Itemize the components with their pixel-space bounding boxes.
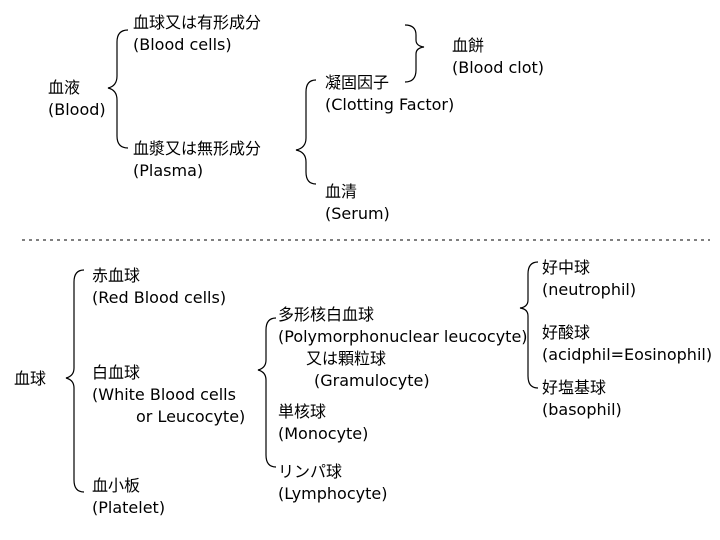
node-red-blood-cells-ja: 赤血球 xyxy=(92,266,141,285)
node-neutrophil-en: (neutrophil) xyxy=(542,280,637,299)
node-neutrophil: 好中球 (neutrophil) xyxy=(542,257,636,301)
node-polymorphonuclear-ja2: 又は顆粒球 xyxy=(306,349,387,368)
node-polymorphonuclear-en2: (Gramulocyte) xyxy=(314,371,430,390)
node-platelet-en: (Platelet) xyxy=(92,498,166,517)
node-plasma-ja: 血漿又は無形成分 xyxy=(133,139,262,158)
node-blood-clot-ja: 血餅 xyxy=(452,36,485,55)
node-acidophil-ja: 好酸球 xyxy=(542,323,591,342)
node-monocyte: 単核球 (Monocyte) xyxy=(278,401,368,445)
node-polymorphonuclear-ja: 多形核白血球 xyxy=(278,305,375,324)
node-blood-clot: 血餅 (Blood clot) xyxy=(452,35,544,79)
brace-clot xyxy=(404,24,425,83)
node-red-blood-cells-en: (Red Blood cells) xyxy=(92,288,227,307)
node-neutrophil-ja: 好中球 xyxy=(542,258,591,277)
node-blood: 血液 (Blood) xyxy=(48,77,106,121)
node-blood-ja: 血液 xyxy=(48,78,81,97)
node-lymphocyte-en: (Lymphocyte) xyxy=(278,484,388,503)
node-lymphocyte: リンパ球 (Lymphocyte) xyxy=(278,461,387,505)
node-blood-cell: 血球 xyxy=(14,368,46,390)
node-white-blood-cells: 白血球 (White Blood cells or Leucocyte) xyxy=(92,362,245,428)
brace-granulocyte xyxy=(519,261,539,389)
node-plasma-en: (Plasma) xyxy=(133,161,204,180)
node-blood-cells-en: (Blood cells) xyxy=(133,35,232,54)
node-blood-clot-en: (Blood clot) xyxy=(452,58,545,77)
node-clotting-factor-en: (Clotting Factor) xyxy=(325,95,455,114)
node-red-blood-cells: 赤血球 (Red Blood cells) xyxy=(92,265,226,309)
node-serum-ja: 血清 xyxy=(325,182,358,201)
node-plasma: 血漿又は無形成分 (Plasma) xyxy=(133,138,261,182)
node-blood-en: (Blood) xyxy=(48,100,106,119)
node-blood-cells-ja: 血球又は有形成分 xyxy=(133,13,262,32)
node-clotting-factor-ja: 凝固因子 xyxy=(325,73,390,92)
node-polymorphonuclear: 多形核白血球 (Polymorphonuclear leucocyte) 又は顆… xyxy=(278,304,528,392)
node-platelet-ja: 血小板 xyxy=(92,476,141,495)
brace-plasma xyxy=(295,79,317,185)
node-lymphocyte-ja: リンパ球 xyxy=(278,462,343,481)
node-blood-cell-ja: 血球 xyxy=(14,369,47,388)
node-acidophil: 好酸球 (acidphil=Eosinophil) xyxy=(542,322,712,366)
node-polymorphonuclear-en: (Polymorphonuclear leucocyte) xyxy=(278,327,528,346)
node-basophil-en: (basophil) xyxy=(542,400,622,419)
node-acidophil-en: (acidphil=Eosinophil) xyxy=(542,345,713,364)
node-basophil: 好塩基球 (basophil) xyxy=(542,377,622,421)
node-monocyte-ja: 単核球 xyxy=(278,402,327,421)
node-white-blood-cells-ja: 白血球 xyxy=(92,363,141,382)
node-monocyte-en: (Monocyte) xyxy=(278,424,369,443)
node-blood-cells: 血球又は有形成分 (Blood cells) xyxy=(133,12,261,56)
brace-blood-cell xyxy=(65,269,85,493)
node-serum-en: (Serum) xyxy=(325,204,390,223)
node-white-blood-cells-en: (White Blood cells xyxy=(92,385,236,404)
node-clotting-factor: 凝固因子 (Clotting Factor) xyxy=(325,72,454,116)
node-serum: 血清 (Serum) xyxy=(325,181,390,225)
node-white-blood-cells-en2: or Leucocyte) xyxy=(136,407,246,426)
node-basophil-ja: 好塩基球 xyxy=(542,378,607,397)
brace-blood xyxy=(107,29,129,149)
node-platelet: 血小板 (Platelet) xyxy=(92,475,165,519)
brace-white xyxy=(257,317,277,468)
